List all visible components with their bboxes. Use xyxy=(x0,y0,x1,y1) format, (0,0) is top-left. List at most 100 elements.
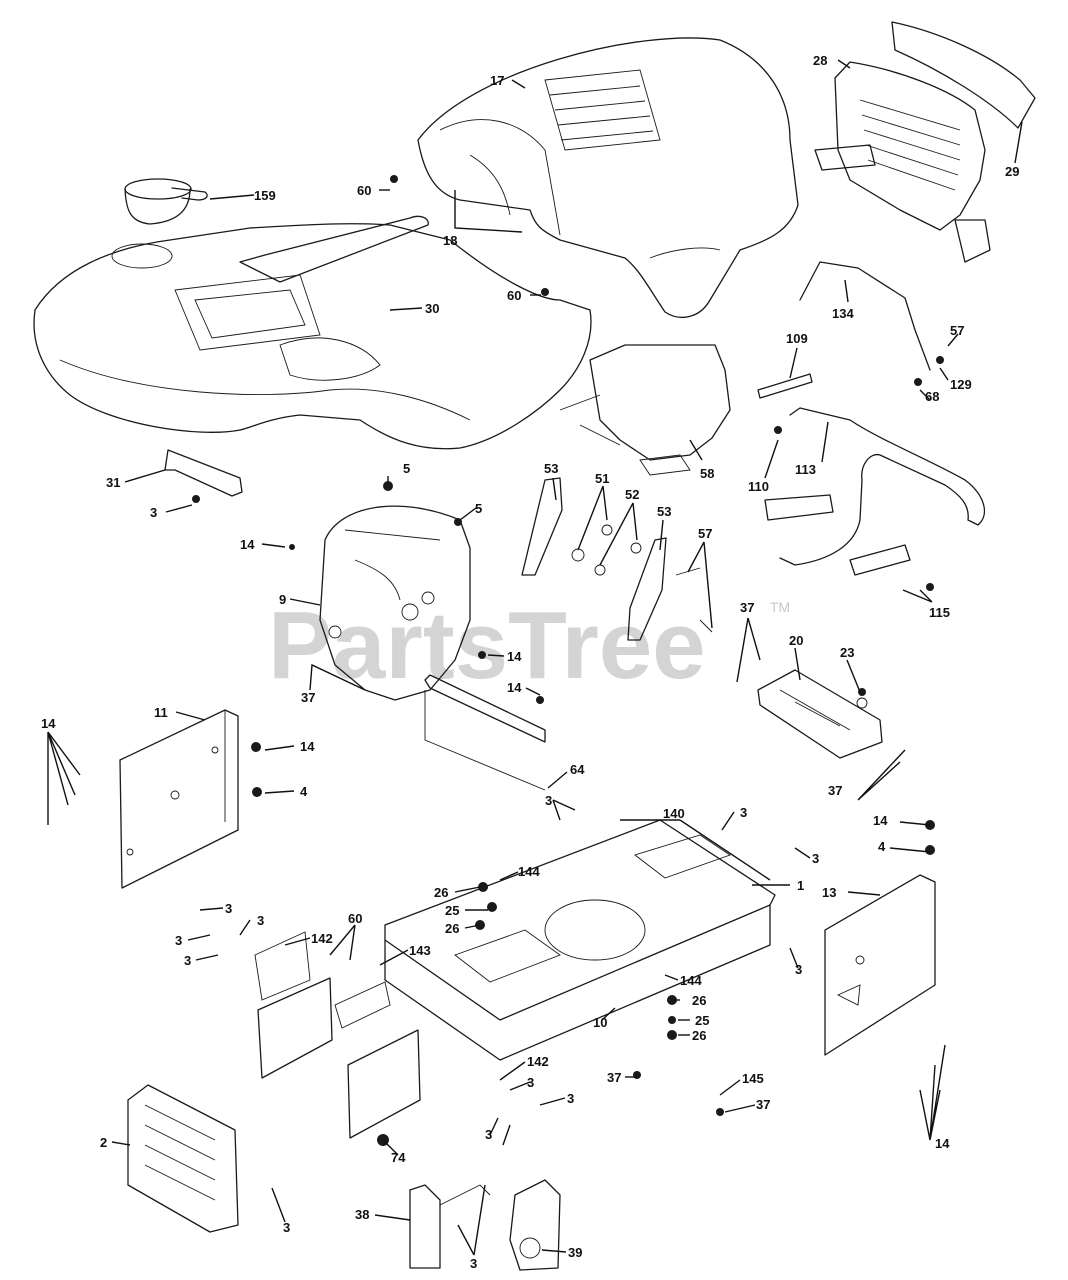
callout-37-b: 37 xyxy=(740,600,754,615)
callout-14-e: 14 xyxy=(300,739,315,754)
callout-3-d: 3 xyxy=(812,851,819,866)
callout-3-l: 3 xyxy=(485,1127,492,1142)
callout-51: 51 xyxy=(595,471,609,486)
callout-52: 52 xyxy=(625,487,639,502)
bumper-part xyxy=(891,21,1036,129)
callout-25-b: 25 xyxy=(695,1013,709,1028)
callout-3-h: 3 xyxy=(184,953,191,968)
callout-2: 2 xyxy=(100,1135,107,1150)
callout-28: 28 xyxy=(813,53,827,68)
pin-part xyxy=(757,373,813,399)
seat-pan-gasket-part xyxy=(239,215,429,283)
callout-3-b: 3 xyxy=(545,793,552,808)
callout-3-g: 3 xyxy=(175,933,182,948)
hood-part xyxy=(417,37,799,318)
callout-31: 31 xyxy=(106,475,120,490)
callout-17: 17 xyxy=(490,73,504,88)
callout-53-b: 53 xyxy=(657,504,671,519)
callout-37-d: 37 xyxy=(607,1070,621,1085)
callout-14-d: 14 xyxy=(41,716,56,731)
callout-13: 13 xyxy=(822,885,836,900)
callout-3-a: 3 xyxy=(150,505,157,520)
callout-134: 134 xyxy=(832,306,854,321)
mount-bar-part xyxy=(424,674,546,791)
rear-plates-left-part xyxy=(254,931,421,1139)
callout-37-e: 37 xyxy=(756,1097,770,1112)
callout-60b: 60 xyxy=(507,288,521,303)
side-panel-left-part xyxy=(119,709,239,889)
callout-30: 30 xyxy=(425,301,439,316)
callout-3-f: 3 xyxy=(257,913,264,928)
callout-113: 113 xyxy=(795,462,816,477)
callout-3-k: 3 xyxy=(567,1091,574,1106)
callout-60-c: 60 xyxy=(348,911,362,926)
callout-23: 23 xyxy=(840,645,854,660)
hitch-brackets-part xyxy=(409,1179,561,1271)
callout-14-b: 14 xyxy=(507,649,522,664)
callout-145: 145 xyxy=(742,1071,764,1086)
callout-4-b: 4 xyxy=(878,839,886,854)
fender-part xyxy=(33,223,592,450)
gas-cap-part xyxy=(124,178,208,225)
callout-37-a: 37 xyxy=(301,690,315,705)
callout-11: 11 xyxy=(154,705,168,720)
callout-20: 20 xyxy=(789,633,803,648)
callout-3-c: 3 xyxy=(740,805,747,820)
callout-3-e: 3 xyxy=(225,901,232,916)
callout-129: 129 xyxy=(950,377,972,392)
rear-plate-part xyxy=(127,1084,239,1233)
callout-14-c: 14 xyxy=(507,680,522,695)
watermark-text: PartsTree xyxy=(268,592,706,699)
callout-144-b: 144 xyxy=(680,973,702,988)
callout-9: 9 xyxy=(279,592,286,607)
callout-60: 60 xyxy=(357,183,371,198)
callout-4-a: 4 xyxy=(300,784,308,799)
callout-159: 159 xyxy=(254,188,276,203)
callout-53-a: 53 xyxy=(544,461,558,476)
callout-26-c: 26 xyxy=(692,993,706,1008)
callout-26-d: 26 xyxy=(692,1028,706,1043)
callout-142-b: 142 xyxy=(527,1054,549,1069)
callout-110: 110 xyxy=(748,479,769,494)
handle-part xyxy=(764,407,986,576)
callout-labels: 17 28 29 159 60 18 30 60 134 57 109 129 … xyxy=(41,53,1019,1271)
side-panel-right-part xyxy=(824,874,936,1056)
callout-29: 29 xyxy=(1005,164,1019,179)
callout-14-a: 14 xyxy=(240,537,255,552)
grille-part xyxy=(814,61,991,263)
callout-74: 74 xyxy=(391,1150,406,1165)
control-rod-part xyxy=(799,261,931,371)
callout-1: 1 xyxy=(797,878,804,893)
callout-3-m: 3 xyxy=(283,1220,290,1235)
bracket-part xyxy=(164,449,243,497)
callout-3-n: 3 xyxy=(470,1256,477,1271)
callout-14-g: 14 xyxy=(935,1136,950,1151)
callout-64: 64 xyxy=(570,762,585,777)
callout-58: 58 xyxy=(700,466,714,481)
callout-26-a: 26 xyxy=(434,885,448,900)
callout-25-a: 25 xyxy=(445,903,459,918)
callout-26-b: 26 xyxy=(445,921,459,936)
callout-143: 143 xyxy=(409,943,431,958)
callout-57-b: 57 xyxy=(698,526,712,541)
dash-panel-part xyxy=(559,344,731,476)
main-frame-part xyxy=(384,819,776,1061)
callout-14-f: 14 xyxy=(873,813,888,828)
callout-142-a: 142 xyxy=(311,931,333,946)
callout-38: 38 xyxy=(355,1207,369,1222)
watermark-tm: TM xyxy=(770,599,790,615)
callout-5-a: 5 xyxy=(403,461,410,476)
callout-57: 57 xyxy=(950,323,964,338)
dash-housing-part xyxy=(319,505,471,701)
callout-140: 140 xyxy=(663,806,685,821)
seat-adjust-plate-part xyxy=(757,669,883,759)
callout-144-a: 144 xyxy=(518,864,540,879)
callout-3-j: 3 xyxy=(527,1075,534,1090)
callout-3-i: 3 xyxy=(795,962,802,977)
callout-37-c: 37 xyxy=(828,783,842,798)
callout-68: 68 xyxy=(925,389,939,404)
callout-18: 18 xyxy=(443,233,457,248)
callout-109: 109 xyxy=(786,331,808,346)
callout-10: 10 xyxy=(593,1015,607,1030)
